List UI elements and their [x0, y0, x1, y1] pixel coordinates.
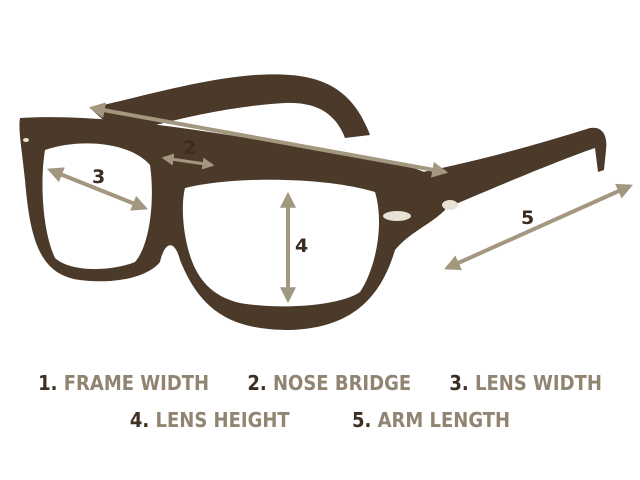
arrow-frame-width — [88, 102, 449, 178]
rivet — [442, 200, 458, 210]
marker-2: 2 — [183, 137, 196, 159]
arrow-lens-width — [47, 167, 148, 211]
legend-lens-width: 3. LENS WIDTH — [449, 371, 602, 395]
legend-lens-height: 4. LENS HEIGHT — [129, 408, 290, 432]
legend-row-2: 4. LENS HEIGHT 5. ARM LENGTH — [0, 408, 640, 432]
marker-3: 3 — [92, 166, 105, 188]
marker-4: 4 — [295, 235, 308, 257]
arrow-arm-length — [444, 183, 633, 271]
marker-5: 5 — [521, 207, 534, 229]
marker-1: 1 — [261, 115, 274, 137]
arrow-nose-bridge — [161, 153, 215, 170]
rivet — [383, 211, 411, 221]
legend-frame-width: 1. FRAME WIDTH — [38, 371, 210, 395]
rivet — [23, 138, 29, 142]
legend-arm-length: 5. ARM LENGTH — [351, 408, 511, 432]
legend-nose-bridge: 2. NOSE BRIDGE — [247, 371, 412, 395]
legend-row-1: 1. FRAME WIDTH 2. NOSE BRIDGE 3. LENS WI… — [0, 371, 640, 395]
front-frame — [19, 117, 447, 330]
